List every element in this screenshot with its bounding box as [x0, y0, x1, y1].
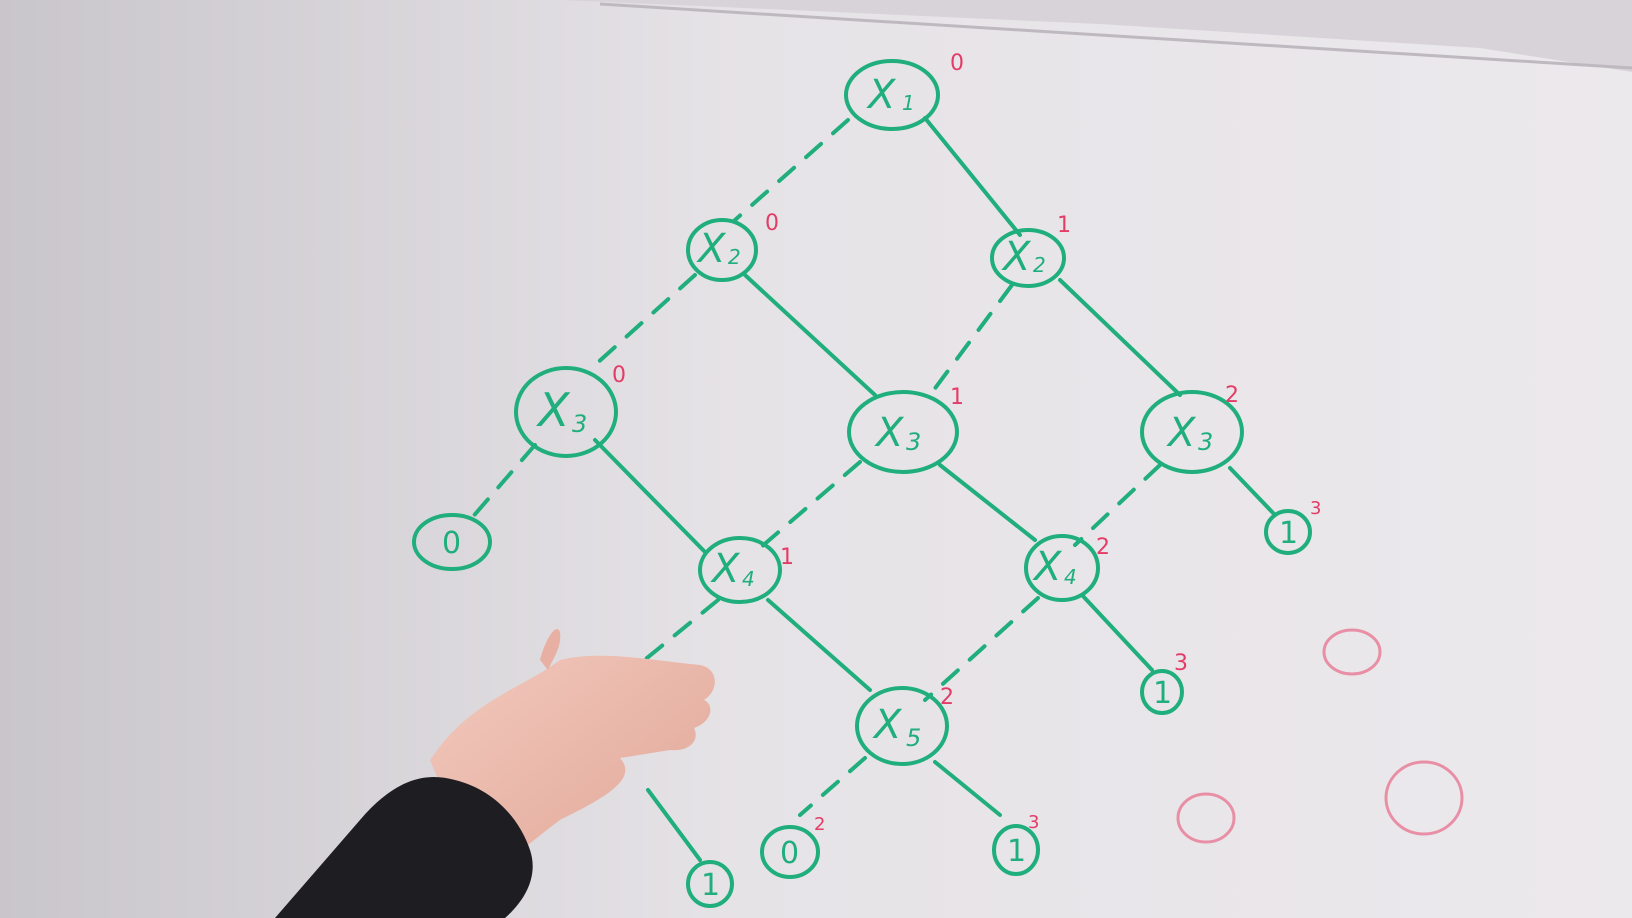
edge-x2right-x3right-solid [1058, 278, 1182, 397]
leaf-value: 1 [701, 868, 720, 903]
node-label: X [710, 546, 741, 592]
leaf-value: 1 [1007, 834, 1026, 869]
red-circle-lower-left [1176, 792, 1236, 844]
node-x5: X 5 2 [855, 685, 954, 766]
leaf-value: 1 [1153, 676, 1172, 711]
edge-lower-leaf1-solid [646, 788, 702, 862]
node-weight: 1 [950, 385, 964, 410]
node-weight: 0 [612, 363, 626, 388]
node-label: X [872, 702, 903, 748]
edge-x4right-x5-dashed [923, 596, 1040, 702]
leaf-x5-one: 1 3 [992, 812, 1040, 876]
edge-x1-x2right-solid [923, 116, 1022, 237]
leaf-bottom-one: 1 [686, 860, 734, 908]
node-weight: 0 [765, 211, 779, 236]
node-weight: 2 [940, 685, 954, 710]
node-x4-right: X 4 2 [1024, 534, 1110, 602]
node-subscript: 4 [742, 567, 755, 591]
node-subscript: 3 [572, 410, 587, 438]
node-x2-left: X 2 0 [686, 211, 779, 282]
edge-x3left-leaf0-dashed [468, 443, 537, 522]
edge-x3left-x4left-solid [593, 438, 707, 554]
node-x2-right: X 2 1 [990, 213, 1071, 288]
node-weight: 0 [950, 51, 964, 76]
leaf-value: 1 [1279, 516, 1298, 551]
hand-photo [275, 629, 715, 918]
node-subscript: 2 [728, 245, 741, 269]
edge-x1-x2left-dashed [733, 118, 850, 222]
edge-x4left-lower-dashed [618, 598, 720, 682]
node-weight: 2 [1225, 383, 1239, 408]
node-weight: 1 [780, 545, 794, 570]
node-x3-middle: X 3 1 [847, 385, 964, 474]
leaf-weight: 2 [814, 814, 825, 835]
edge-x2left-x3left-dashed [593, 273, 697, 367]
node-label: X [1166, 410, 1197, 456]
sleeve [275, 776, 533, 918]
leaf-weight: 3 [1310, 498, 1321, 519]
leaf-value: 0 [780, 836, 799, 871]
leaf-x3r-one: 1 3 [1264, 498, 1321, 555]
edge-x5-leaf1-solid [933, 760, 1002, 817]
node-x3-right: X 3 2 [1140, 383, 1244, 474]
leaf-weight: 3 [1174, 651, 1188, 676]
node-label: X [536, 383, 571, 437]
node-subscript: 3 [1198, 428, 1213, 456]
edge-x4left-x5-solid [766, 598, 872, 692]
edge-x3right-leaf1-solid [1228, 466, 1277, 517]
edge-x3mid-x4left-dashed [758, 460, 862, 550]
leaf-x5-zero: 0 2 [760, 814, 825, 879]
leaf-x4r-one: 1 3 [1140, 651, 1188, 715]
node-label: X [866, 72, 897, 118]
node-label: X [696, 226, 727, 272]
node-x3-left: X 3 0 [514, 363, 626, 458]
node-label: X [874, 410, 905, 456]
red-circle-lower-right [1384, 760, 1464, 836]
node-x4-left: X 4 1 [698, 536, 794, 604]
leaf-x3-zero: 0 [412, 513, 492, 571]
edge-x3right-x4right-dashed [1073, 463, 1162, 547]
node-subscript: 2 [1033, 253, 1046, 277]
node-label: X [1001, 234, 1032, 280]
node-subscript: 3 [906, 428, 921, 456]
red-empty-circles [1176, 628, 1464, 844]
node-subscript: 1 [902, 91, 915, 115]
tree-edges [468, 116, 1277, 862]
edge-x2left-x3mid-solid [743, 273, 877, 397]
thumb [540, 629, 561, 670]
red-circle-upper [1322, 628, 1382, 676]
board-frame-edge [599, 2, 1632, 70]
edge-x5-leaf0-dashed [798, 756, 867, 817]
node-weight: 2 [1096, 535, 1110, 560]
edge-x2right-x3mid-dashed [928, 283, 1014, 397]
node-label: X [1032, 544, 1063, 590]
leaf-value: 0 [442, 526, 461, 561]
node-subscript: 5 [906, 724, 921, 752]
leaf-weight: 3 [1028, 812, 1039, 833]
node-x1-root: X 1 0 [844, 51, 964, 131]
edge-x3mid-x4right-solid [938, 463, 1037, 542]
node-weight: 1 [1057, 213, 1071, 238]
board-top-frame [560, 0, 1632, 72]
edge-x4right-leaf1-solid [1080, 593, 1154, 672]
node-subscript: 4 [1064, 565, 1077, 589]
